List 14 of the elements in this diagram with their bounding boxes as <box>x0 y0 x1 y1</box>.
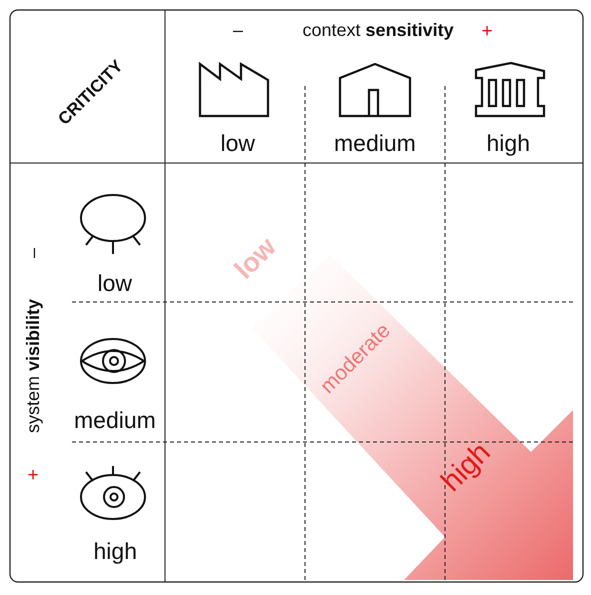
column-header: low <box>220 132 256 154</box>
row-header: high <box>94 540 137 562</box>
column-header: medium <box>334 132 416 154</box>
axis-title: system visibility <box>24 298 42 434</box>
axis-title: context sensitivity <box>302 21 454 39</box>
row-header: medium <box>74 408 156 432</box>
plus-sign: + <box>28 466 39 484</box>
level-label: low <box>230 232 280 284</box>
level-label: high <box>436 437 496 497</box>
minus-sign: – <box>233 21 244 39</box>
column-header: high <box>486 132 530 154</box>
plus-sign: + <box>482 22 493 40</box>
minus-sign: – <box>24 248 42 258</box>
row-header: low <box>98 272 132 294</box>
